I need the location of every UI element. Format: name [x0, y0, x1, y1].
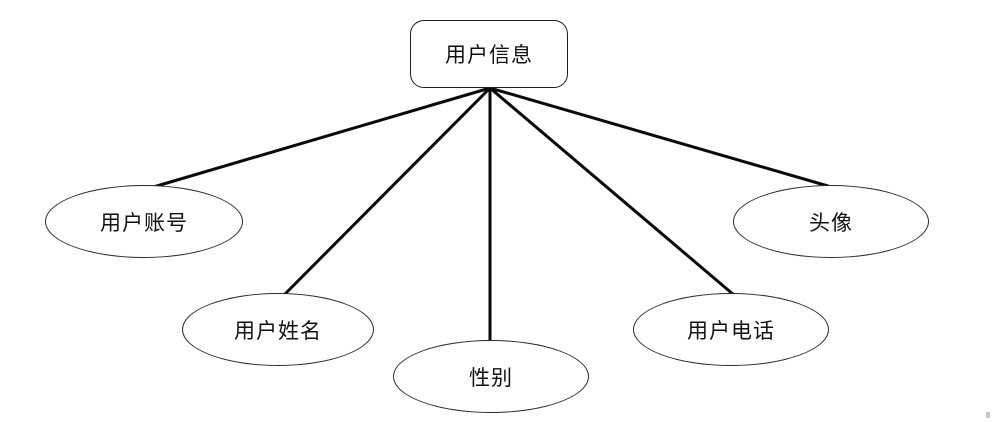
- attribute-node-label: 用户账号: [100, 210, 188, 235]
- attribute-node-label: 头像: [809, 210, 853, 235]
- attribute-node-label: 用户姓名: [234, 318, 322, 343]
- edge-root-to-user-account: [148, 86, 492, 190]
- attribute-node-label: 用户电话: [687, 318, 775, 343]
- attribute-node-user-name: 用户姓名: [182, 293, 374, 366]
- attribute-node-user-account: 用户账号: [45, 185, 243, 258]
- edge-root-to-avatar: [488, 86, 830, 188]
- corner-artifact-speck: [986, 412, 990, 418]
- entity-node-label: 用户信息: [445, 43, 533, 67]
- edge-root-to-user-name: [282, 86, 492, 297]
- attribute-node-avatar: 头像: [733, 185, 929, 258]
- attribute-node-gender: 性别: [393, 340, 589, 413]
- entity-node-user-info: 用户信息: [410, 20, 568, 88]
- attribute-node-label: 性别: [469, 365, 513, 390]
- attribute-node-user-phone: 用户电话: [633, 293, 829, 366]
- edge-root-to-user-phone: [488, 86, 736, 297]
